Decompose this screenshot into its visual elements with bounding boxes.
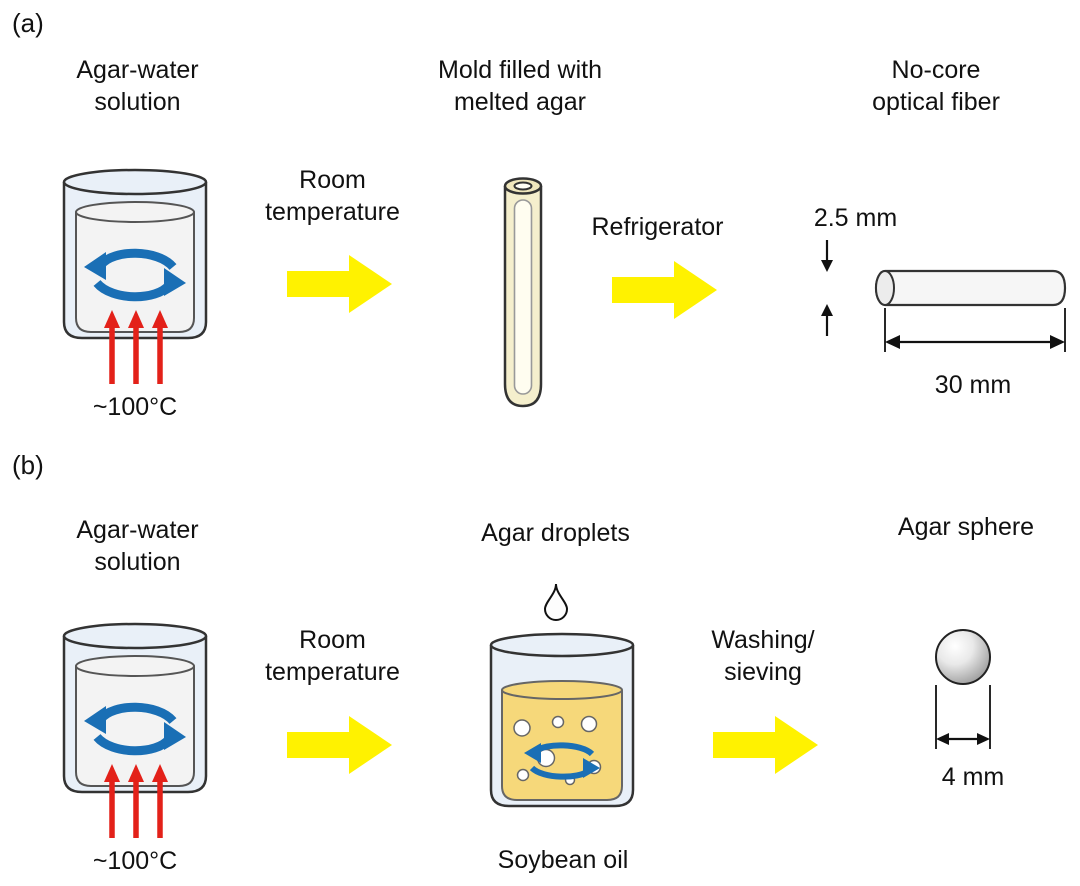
length-dimension-arrow — [884, 308, 1066, 352]
fiber-icon — [805, 240, 1075, 365]
process-arrow-icon — [612, 261, 717, 319]
heat-arrows-icon — [104, 310, 168, 384]
sphere-diameter-label: 4 mm — [941, 763, 1005, 791]
sphere-icon — [923, 627, 1003, 772]
mold-tube-icon — [499, 172, 547, 418]
panel-a-step3-title: No-core optical fiber — [872, 56, 1000, 116]
beaker-rim — [489, 632, 635, 658]
panel-b-arrow1-label: Room temperature — [265, 626, 400, 686]
panel-b-step2-title: Agar droplets — [481, 519, 630, 547]
panel-b-step1-title: Agar-water solution — [76, 516, 199, 576]
stir-arrows-icon — [84, 702, 186, 756]
sphere-body — [935, 629, 991, 685]
fiber-end-cap — [875, 270, 895, 306]
fiber-body — [874, 269, 1067, 307]
sphere-dimension-arrow — [935, 685, 991, 749]
beaker-rim — [62, 168, 208, 196]
panel-b-step2-caption: Soybean oil — [497, 846, 629, 874]
panel-a-step2-title: Mold filled with melted agar — [438, 56, 602, 116]
oil-beaker-icon — [482, 632, 642, 822]
heat-arrows-icon — [104, 764, 168, 838]
stir-arrows-icon — [84, 248, 186, 302]
fiber-length-label: 30 mm — [934, 371, 1012, 399]
process-arrow-icon — [287, 716, 392, 774]
process-arrow-icon — [287, 255, 392, 313]
diameter-dimension-arrow — [821, 240, 833, 336]
panel-b-arrow2-label: Washing/ sieving — [711, 626, 815, 686]
panel-b-step3-title: Agar sphere — [897, 513, 1035, 541]
process-arrow-icon — [713, 716, 818, 774]
liquid-surface — [75, 201, 195, 223]
panel-a-step1-title: Agar-water solution — [76, 56, 199, 116]
panel-b-temperature: ~100°C — [92, 847, 178, 875]
panel-b-label: (b) — [12, 450, 44, 480]
agar-beaker-icon — [55, 166, 215, 388]
panel-a-temperature: ~100°C — [92, 393, 178, 421]
panel-a-arrow1-label: Room temperature — [265, 166, 400, 226]
agar-beaker-icon — [55, 620, 215, 842]
panel-a-label: (a) — [12, 8, 44, 38]
panel-a-arrow2-label: Refrigerator — [591, 213, 724, 241]
beaker-rim — [62, 622, 208, 650]
droplet-icon — [541, 582, 571, 622]
liquid-surface — [75, 655, 195, 677]
oil-surface — [501, 680, 623, 700]
stir-arrows-icon — [524, 742, 600, 780]
fiber-diameter-label: 2.5 mm — [813, 204, 898, 232]
